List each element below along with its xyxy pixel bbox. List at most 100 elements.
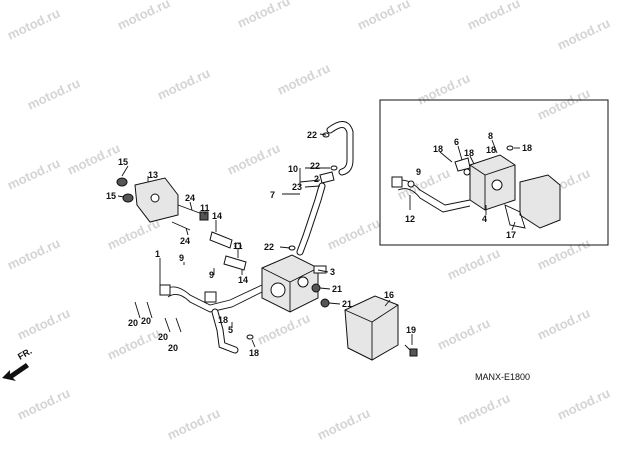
leader bbox=[469, 155, 475, 165]
leader bbox=[328, 302, 341, 305]
nut-21 bbox=[311, 283, 321, 293]
leader bbox=[511, 221, 516, 231]
callout-24: 24 bbox=[180, 236, 190, 246]
callout-20: 20 bbox=[168, 343, 178, 353]
watermark: motod.ru bbox=[315, 405, 372, 442]
callout-10: 10 bbox=[288, 164, 298, 174]
diagram-code: MANX-E1800 bbox=[475, 372, 530, 382]
valve-port bbox=[270, 282, 286, 298]
callout-24: 24 bbox=[185, 193, 195, 203]
callout-9: 9 bbox=[179, 253, 184, 263]
watermark: motod.ru bbox=[535, 235, 592, 272]
inset-joint bbox=[454, 157, 471, 172]
callout-23: 23 bbox=[292, 182, 302, 192]
watermark: motod.ru bbox=[15, 305, 72, 342]
callout-4: 4 bbox=[482, 214, 487, 224]
callout-8: 8 bbox=[488, 131, 493, 141]
pipe-1-lower bbox=[167, 291, 263, 313]
callout-14: 14 bbox=[238, 275, 248, 285]
callout-17: 17 bbox=[506, 230, 516, 240]
watermark: motod.ru bbox=[115, 0, 172, 33]
leader bbox=[279, 246, 291, 249]
callout-5: 5 bbox=[228, 325, 233, 335]
watermark: motod.ru bbox=[535, 305, 592, 342]
grommet bbox=[116, 177, 128, 187]
inset-valve-edges bbox=[469, 164, 516, 210]
watermark: motod.ru bbox=[275, 60, 332, 97]
bolt-20 bbox=[164, 317, 171, 333]
callout-20: 20 bbox=[158, 332, 168, 342]
watermark: motod.ru bbox=[465, 0, 522, 33]
inset-assembly bbox=[391, 120, 561, 231]
bolt-19-head bbox=[409, 348, 418, 357]
part-14b bbox=[223, 255, 247, 271]
watermark: motod.ru bbox=[255, 310, 312, 347]
inset-pipe-lower bbox=[397, 188, 471, 213]
watermark: motod.ru bbox=[445, 245, 502, 282]
front-arrow-icon bbox=[2, 363, 29, 381]
callout-18: 18 bbox=[522, 143, 532, 153]
leader bbox=[439, 151, 453, 163]
callout-18: 18 bbox=[218, 315, 228, 325]
callout-21: 21 bbox=[332, 284, 342, 294]
front-label: FR. bbox=[16, 346, 34, 362]
inset-oring bbox=[463, 168, 471, 176]
inset-hose-core bbox=[480, 120, 520, 152]
callout-18: 18 bbox=[433, 144, 443, 154]
callout-15: 15 bbox=[106, 191, 116, 201]
inset-frame bbox=[379, 99, 609, 246]
callout-22: 22 bbox=[264, 242, 274, 252]
watermark: motod.ru bbox=[455, 390, 512, 427]
joint-2 bbox=[319, 171, 335, 184]
inset-oring-9 bbox=[407, 180, 415, 188]
callout-20: 20 bbox=[128, 318, 138, 328]
main-assembly bbox=[116, 121, 418, 361]
callout-22: 22 bbox=[307, 130, 317, 140]
watermark: motod.ru bbox=[5, 155, 62, 192]
callout-2: 2 bbox=[314, 174, 319, 184]
clip-22 bbox=[330, 165, 338, 171]
leader bbox=[251, 339, 256, 348]
oring-9 bbox=[234, 242, 242, 250]
watermark: motod.ru bbox=[435, 315, 492, 352]
watermark: motod.ru bbox=[15, 385, 72, 422]
nut-11 bbox=[199, 211, 209, 221]
leader bbox=[319, 287, 331, 290]
leader bbox=[317, 269, 329, 273]
callout-9: 9 bbox=[209, 270, 214, 280]
clip-18 bbox=[246, 334, 254, 340]
pipe-flange bbox=[204, 291, 217, 303]
bracket-hole bbox=[150, 193, 160, 203]
watermark: motod.ru bbox=[65, 140, 122, 177]
callout-20: 20 bbox=[141, 316, 151, 326]
watermark: motod.ru bbox=[395, 165, 452, 202]
watermark: motod.ru bbox=[105, 325, 162, 362]
leader bbox=[384, 299, 391, 307]
callout-21: 21 bbox=[342, 299, 352, 309]
callout-6: 6 bbox=[454, 137, 459, 147]
leader bbox=[189, 201, 193, 211]
watermark: motod.ru bbox=[235, 0, 292, 31]
cover-16-edges bbox=[344, 304, 399, 360]
bolt-20 bbox=[175, 317, 182, 333]
watermark: motod.ru bbox=[355, 0, 412, 33]
callout-15: 15 bbox=[118, 157, 128, 167]
nut-21 bbox=[320, 298, 330, 308]
cover-16 bbox=[344, 295, 399, 361]
callout-11: 11 bbox=[233, 241, 243, 251]
inset-clip bbox=[506, 145, 514, 151]
callout-13: 13 bbox=[148, 170, 158, 180]
callout-14: 14 bbox=[212, 211, 222, 221]
watermark: motod.ru bbox=[555, 15, 612, 52]
upper-hose-core bbox=[327, 122, 353, 175]
inset-valve-port bbox=[491, 179, 503, 191]
leader bbox=[185, 227, 189, 236]
valve-body-edges bbox=[261, 267, 319, 312]
watermark: motod.ru bbox=[325, 215, 382, 252]
watermark: motod.ru bbox=[5, 5, 62, 42]
part-14 bbox=[209, 231, 233, 249]
callout-22: 22 bbox=[310, 161, 320, 171]
callout-18: 18 bbox=[464, 148, 474, 158]
inset-pipe-flange bbox=[391, 176, 403, 188]
